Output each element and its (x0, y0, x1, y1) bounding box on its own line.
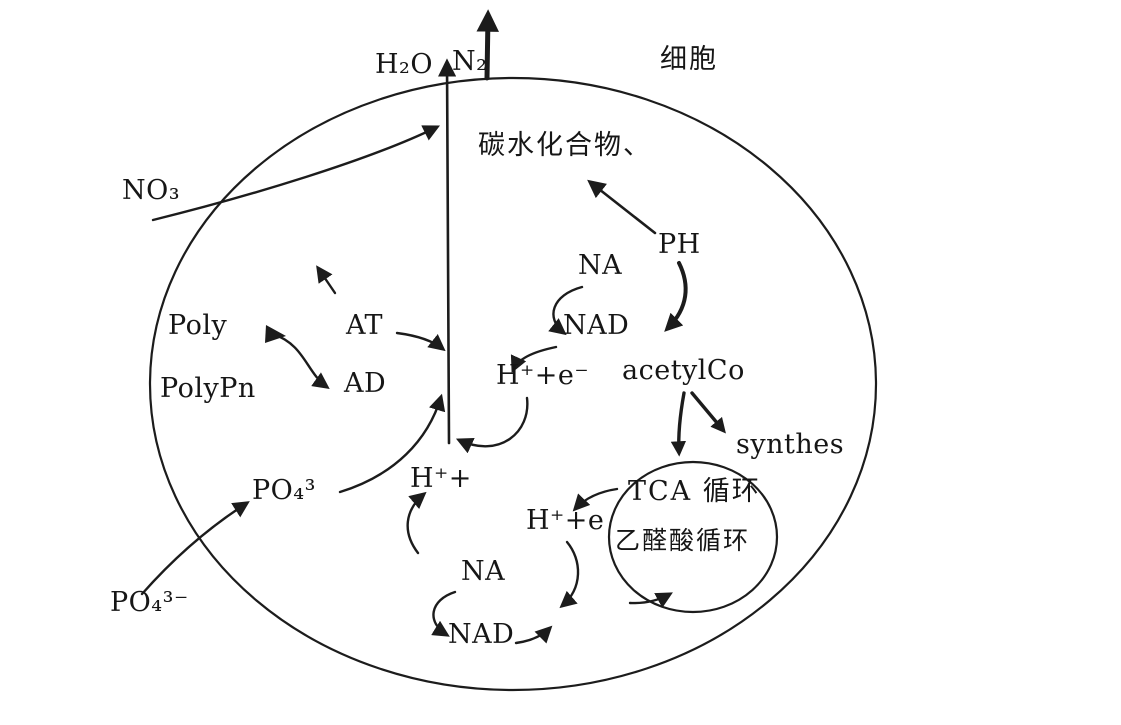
label-nad-top: NAD (563, 310, 630, 341)
label-na-bottom: NA (461, 556, 506, 587)
poly-arrowhead (265, 325, 286, 343)
label-polypn: PolyPn (160, 373, 256, 404)
label-carbohydrate: 碳水化合物、 (478, 130, 652, 161)
label-na-top: NA (578, 250, 623, 281)
na-bottom-to-hplus-arrow (406, 491, 427, 555)
label-ad: AD (344, 368, 387, 399)
label-at: AT (346, 310, 384, 341)
label-po4-outer: PO₄³⁻ (110, 587, 189, 618)
label-po4-inner: PO₄³ (252, 475, 316, 506)
na-bottom-to-nad-arrow (431, 590, 457, 637)
label-h2o: H₂O (375, 49, 434, 80)
label-n2: N₂ (452, 46, 488, 77)
acetylco-to-tca-arrow (670, 391, 687, 457)
na-top-to-nad-arrow (548, 285, 584, 336)
at-release-arrow (316, 265, 337, 295)
tca-cycle-circle (607, 460, 779, 614)
label-synthes: synthes (736, 429, 845, 460)
label-no3: NO₃ (122, 175, 181, 206)
no3-entry-arrow (151, 125, 441, 222)
nad-bottom-right-arrow (514, 625, 553, 645)
label-nad-bottom: NAD (448, 619, 515, 650)
po4-to-membrane-arrow (338, 393, 446, 494)
ph-to-carbohydrate-arrow (587, 179, 657, 235)
label-h-e-top: H⁺+e⁻ (496, 360, 590, 391)
electrons-to-membrane-arrow (455, 396, 529, 454)
label-tca-cycle: TCA 循环 (628, 476, 761, 507)
ph-to-acetylco-arrow (664, 261, 688, 332)
label-ph: PH (658, 229, 701, 260)
n2-up-arrow (476, 9, 499, 81)
label-cell: 细胞 (660, 44, 718, 75)
acetylco-to-synthes-arrow (690, 391, 726, 434)
at-to-membrane-arrow (395, 331, 446, 352)
nad-to-tca-arrow (628, 592, 673, 608)
membrane-line-arrow (437, 58, 457, 445)
label-h-plus: H⁺+ (410, 463, 472, 494)
po4-entry-arrow (140, 501, 250, 596)
tca-to-electrons-arrow (572, 487, 619, 512)
label-acetylco: acetylCo (622, 355, 745, 386)
label-poly: Poly (168, 310, 228, 341)
electrons-to-nad-bottom-arrow (559, 540, 580, 609)
poly-cycle-arrow (271, 332, 330, 389)
cell-membrane-ellipse (148, 76, 878, 692)
label-h-e-bottom: H⁺+e (526, 505, 605, 536)
nad-top-to-electrons-arrow (510, 345, 558, 374)
label-glyoxylate-cycle: 乙醛酸循环 (615, 526, 751, 555)
